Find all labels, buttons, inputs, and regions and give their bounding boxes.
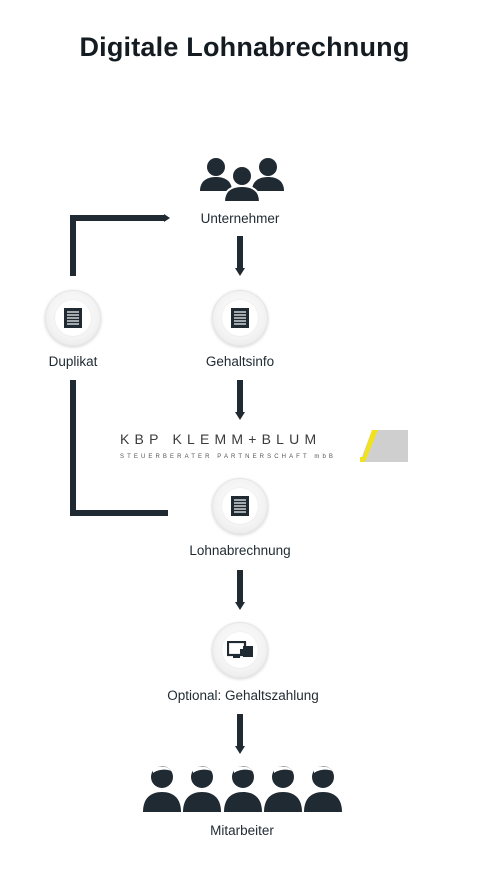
arrowhead — [235, 268, 245, 276]
document-icon — [64, 308, 82, 328]
arrowhead — [235, 746, 245, 754]
person-icon — [224, 766, 262, 812]
unternehmer-group-icon — [200, 158, 284, 203]
arrowhead — [235, 412, 245, 420]
page-title: Digitale Lohnabrechnung — [79, 32, 410, 62]
connector-duplikat-lohnabrechnung — [70, 380, 168, 516]
payment-terminal-icon — [227, 641, 253, 658]
logo-subtitle: STEUERBERATER PARTNERSCHAFT mbB — [120, 454, 337, 460]
arrowhead — [235, 602, 245, 610]
document-icon — [231, 308, 249, 328]
node-label-gehaltszahlung: Optional: Gehaltszahlung — [167, 688, 319, 703]
node-label-unternehmer: Unternehmer — [200, 211, 280, 226]
person-icon — [264, 766, 302, 812]
logo-mark-icon — [360, 430, 408, 462]
connector-unternehmer-duplikat — [70, 215, 165, 276]
kbp-logo: KBP KLEMM+BLUM STEUERBERATER PARTNERSCHA… — [118, 428, 418, 468]
person-icon — [183, 766, 221, 812]
gehaltszahlung-node — [212, 622, 268, 678]
person-icon — [304, 766, 342, 812]
gehaltsinfo-node — [212, 290, 268, 346]
lohnabrechnung-node — [212, 478, 268, 534]
mitarbeiter-group-icon — [143, 766, 342, 812]
document-icon — [231, 496, 249, 516]
logo-name: KBP KLEMM+BLUM — [120, 431, 322, 447]
node-label-gehaltsinfo: Gehaltsinfo — [205, 354, 275, 369]
person-icon — [143, 766, 181, 812]
node-label-lohnabrechnung: Lohnabrechnung — [189, 543, 291, 558]
duplikat-node — [45, 290, 101, 346]
node-label-duplikat: Duplikat — [48, 354, 98, 369]
node-label-mitarbeiter: Mitarbeiter — [210, 823, 274, 838]
arrowhead — [164, 214, 170, 222]
